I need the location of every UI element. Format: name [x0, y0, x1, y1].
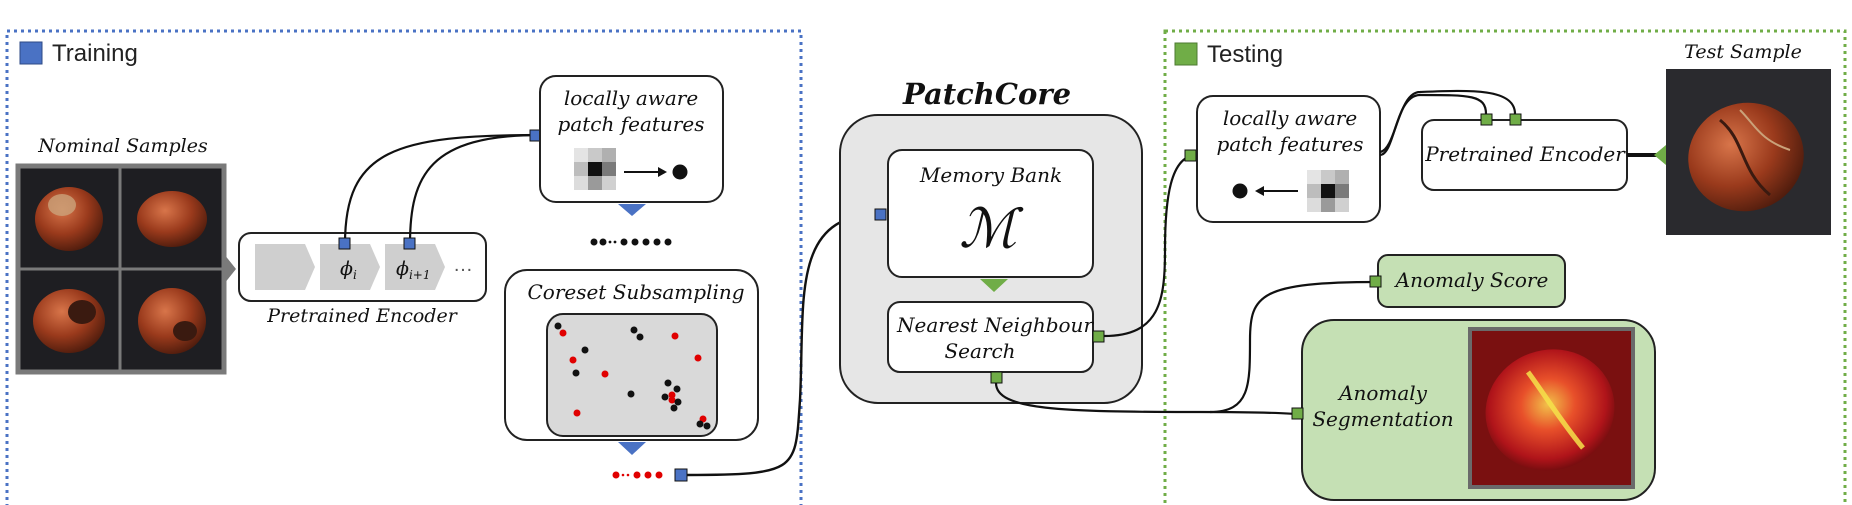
connector-phi-i1 — [408, 133, 541, 245]
memory-bank-symbol: ℳ — [959, 197, 1024, 260]
nominal-sample-4 — [138, 288, 206, 354]
nominal-sample-3 — [33, 289, 105, 353]
memory-bank-down-arrow — [980, 279, 1008, 292]
training-encoder-label: Pretrained Encoder — [266, 305, 459, 327]
samples-arrow — [224, 254, 236, 284]
connector-nn-to-segmentation — [994, 382, 1301, 416]
training-legend-square — [19, 41, 43, 65]
coreset-label: Coreset Subsampling — [527, 280, 744, 304]
testing-patch-grid — [1307, 170, 1349, 212]
connector-phi-i — [343, 133, 541, 245]
port-test-encoder-2 — [1509, 113, 1522, 126]
memory-bank-box — [887, 149, 1094, 278]
nn-search-line2: Search — [944, 339, 1015, 363]
nominal-samples-grid — [15, 163, 227, 375]
encoder-ellipsis: … — [453, 254, 473, 276]
patchcore-title: PatchCore — [902, 77, 1071, 111]
connector-nn-to-test-features — [1103, 153, 1198, 338]
testing-feature-arrow — [1232, 183, 1298, 199]
port-nn-search-right — [1092, 330, 1105, 343]
coreset-down-arrow — [618, 442, 646, 455]
coreset-red-dots — [612, 471, 663, 479]
connector-test-encoder-to-features-2 — [1379, 89, 1517, 154]
connector-nn-to-score — [1209, 280, 1379, 414]
training-patch-features-line2: patch features — [558, 112, 705, 136]
port-memory-bank-in — [874, 208, 887, 221]
port-test-features-in — [1184, 149, 1197, 162]
port-anomaly-score-in — [1369, 275, 1382, 288]
nn-search-line1: Nearest Neighbour — [896, 313, 1094, 337]
port-nn-search-bottom — [990, 371, 1003, 384]
testing-patch-features-line2: patch features — [1217, 132, 1364, 156]
testing-legend-square — [1174, 42, 1198, 66]
port-test-encoder-1 — [1480, 113, 1493, 126]
training-feature-arrow — [624, 164, 688, 180]
test-sample-label: Test Sample — [1684, 41, 1802, 63]
test-sample-image — [1666, 69, 1831, 235]
coreset-points — [554, 322, 711, 430]
patch-features-down-arrow — [618, 204, 646, 216]
nominal-sample-2 — [137, 191, 207, 247]
training-encoder-layers — [255, 244, 445, 290]
nominal-sample-1 — [35, 187, 103, 251]
training-patch-features-line1: locally aware — [564, 86, 698, 110]
anomaly-score-label: Anomaly Score — [1394, 268, 1549, 292]
layer-phi-i: ϕi — [340, 258, 357, 282]
anomaly-seg-line1: Anomaly — [1337, 381, 1428, 405]
testing-patch-features-line1: locally aware — [1223, 106, 1357, 130]
connector-coreset-to-memory — [686, 212, 881, 477]
layer-phi-i-plus-1: ϕi+1 — [396, 258, 430, 282]
memory-bank-label: Memory Bank — [919, 163, 1062, 187]
nominal-samples-label: Nominal Samples — [37, 135, 208, 157]
testing-title: Testing — [1207, 41, 1283, 68]
port-phi-i1 — [403, 237, 416, 250]
anomaly-seg-line2: Segmentation — [1312, 407, 1453, 431]
port-phi-i — [338, 237, 351, 250]
anomaly-heatmap — [1468, 327, 1635, 489]
training-patch-grid — [574, 148, 616, 190]
training-title: Training — [52, 40, 138, 67]
port-anomaly-seg-in — [1291, 407, 1304, 420]
port-coreset-out — [674, 468, 688, 482]
test-sample-arrow — [1654, 145, 1666, 165]
testing-encoder-label: Pretrained Encoder — [1424, 142, 1626, 166]
feature-dots — [590, 238, 672, 246]
